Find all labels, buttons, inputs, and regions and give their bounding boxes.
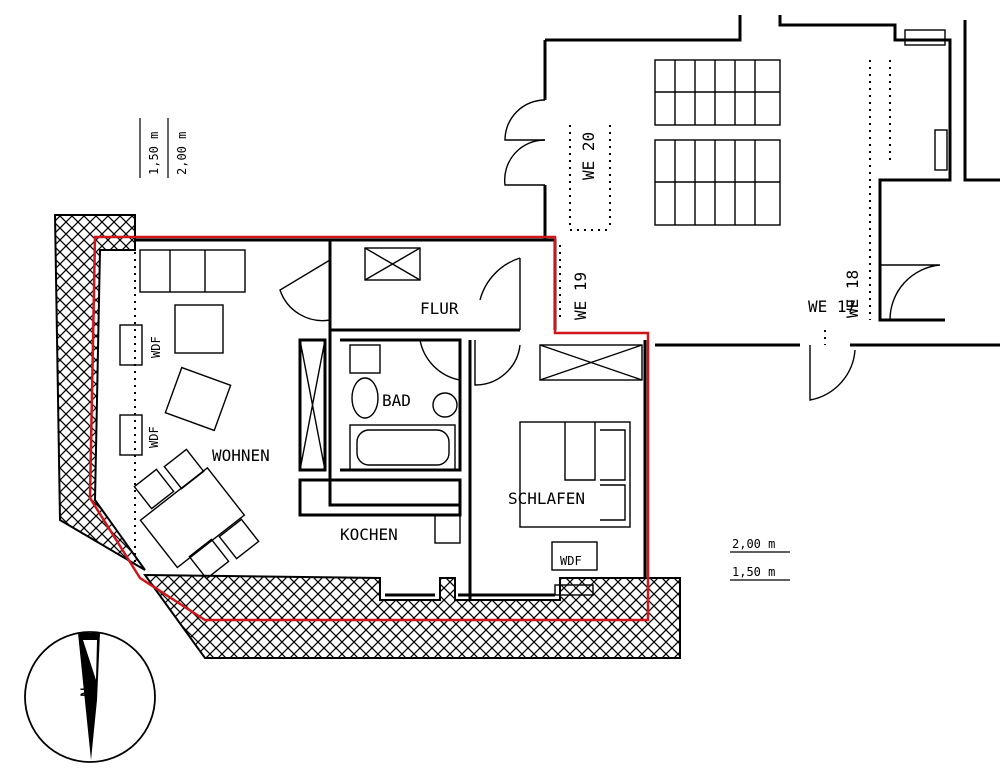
compass-north-label: N — [77, 687, 96, 697]
window-label-wdf-2: WDF — [147, 426, 161, 448]
svg-text:1,50 m: 1,50 m — [147, 132, 161, 175]
room-label-flur: FLUR — [420, 299, 459, 318]
furniture — [119, 247, 643, 596]
unit-label-we17: WE 17 — [808, 297, 856, 316]
north-compass-icon: N — [24, 631, 156, 763]
west-terrace — [53, 214, 146, 571]
window-wdf-box — [551, 541, 598, 571]
apartment-outline — [88, 235, 650, 622]
bed — [519, 421, 631, 528]
hatched-walls — [53, 214, 681, 659]
sofa — [139, 249, 246, 293]
sink — [432, 392, 458, 418]
dotted-lines — [134, 60, 891, 565]
svg-text:2,00 m: 2,00 m — [732, 537, 775, 551]
toilet — [349, 344, 381, 374]
room-label-kochen: KOCHEN — [340, 525, 398, 544]
bathtub — [349, 424, 456, 471]
dining-table — [139, 466, 246, 569]
coffee-table — [174, 304, 224, 354]
staircase — [654, 29, 948, 226]
ceiling-height-legend-right: 2,00 m 1,50 m — [730, 537, 790, 581]
svg-text:1,50 m: 1,50 m — [732, 565, 775, 579]
room-label-schlafen: SCHLAFEN — [508, 489, 585, 508]
svg-text:2,00 m: 2,00 m — [175, 132, 189, 175]
ceiling-height-legend-left: 1,50 m 2,00 m — [139, 118, 189, 178]
unit-label-we20: WE 20 — [579, 132, 598, 180]
south-balcony — [143, 573, 681, 659]
room-label-bad: BAD — [382, 391, 411, 410]
window-label-wdf-1: WDF — [149, 336, 163, 358]
armchair — [164, 366, 232, 432]
unit-label-we19: WE 19 — [571, 272, 590, 320]
window-label-wdf-3: WDF — [560, 554, 582, 568]
room-label-wohnen: WOHNEN — [212, 446, 270, 465]
doors — [279, 99, 941, 401]
unit-label-we18: WE 18 — [843, 270, 862, 318]
